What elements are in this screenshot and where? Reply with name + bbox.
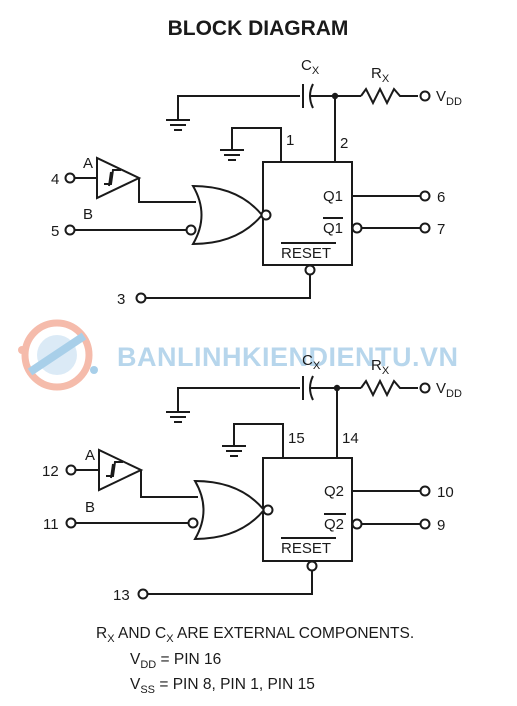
ground-symbol-icon: [166, 411, 190, 423]
diagram-title: BLOCK DIAGRAM: [168, 17, 349, 40]
pin-10-terminal: [419, 485, 431, 497]
pin-14-label: 14: [342, 430, 359, 447]
pin-2-label: 2: [340, 135, 348, 152]
pin-12-terminal: [65, 464, 77, 476]
capacitor-icon: [302, 83, 314, 109]
pin-1-label: 1: [286, 132, 294, 149]
pin-9-terminal: [419, 518, 431, 530]
rx-label: RX: [371, 65, 390, 85]
output-q2-bar-label: Q2: [324, 516, 344, 533]
ground-symbol-icon: [222, 445, 246, 457]
pin-11-terminal: [65, 517, 77, 529]
watermark-text: BANLINHKIENDIENTU.VN: [117, 342, 459, 372]
footnotes: RX AND CX ARE EXTERNAL COMPONENTS. VDD =…: [96, 625, 414, 696]
output-q1-label: Q1: [323, 188, 343, 205]
pin-6-terminal: [419, 190, 431, 202]
pin-13-label: 13: [113, 587, 130, 604]
cap-ground-wire: [177, 387, 300, 412]
cx-label: CX: [302, 352, 321, 372]
input-a-label: A: [83, 155, 93, 172]
note-vss-pins: VSS = PIN 8, PIN 1, PIN 15: [130, 676, 315, 696]
reset-wire: [146, 275, 311, 299]
cap-ground-wire: [177, 95, 300, 120]
rx-label: RX: [371, 357, 390, 377]
pin-7-terminal: [419, 222, 431, 234]
pin-15-label: 15: [288, 430, 305, 447]
inversion-bubble: [351, 518, 363, 530]
note-external-components: RX AND CX ARE EXTERNAL COMPONENTS.: [96, 625, 414, 645]
watermark-logo-icon: [18, 319, 98, 391]
reset-label: RESET: [281, 245, 331, 262]
monostable-unit-1: CX RX VDD 2 1 Q1 Q1 RESET 6 7: [51, 57, 462, 308]
reset-wire: [148, 571, 313, 595]
pin-13-terminal: [137, 588, 149, 600]
pin-3-label: 3: [117, 291, 125, 308]
monostable-unit-2: CX RX VDD 14 15 Q2 Q2 RESET 10 9 13 12: [42, 352, 462, 604]
vdd-terminal: [419, 382, 431, 394]
inversion-bubble: [185, 224, 197, 236]
reset-bubble: [304, 264, 316, 276]
ground-symbol-icon: [220, 149, 244, 161]
or-gate-icon: [193, 479, 266, 541]
output-q1-bar-label: Q1: [323, 220, 343, 237]
inversion-bubble: [262, 504, 274, 516]
capacitor-icon: [302, 375, 314, 401]
pin-10-label: 10: [437, 484, 454, 501]
pin-7-label: 7: [437, 221, 445, 238]
schmitt-buffer-icon: [96, 156, 142, 200]
pin-5-label: 5: [51, 223, 59, 240]
inversion-bubble: [260, 209, 272, 221]
pin-15-ground-wire: [233, 423, 284, 458]
pin-12-label: 12: [42, 463, 59, 480]
vdd-label: VDD: [436, 380, 462, 400]
pin-6-label: 6: [437, 189, 445, 206]
schmitt-buffer-icon: [98, 448, 144, 492]
pin-4-label: 4: [51, 171, 59, 188]
pin-5-terminal: [64, 224, 76, 236]
reset-bubble: [306, 560, 318, 572]
note-vdd-pin: VDD = PIN 16: [130, 651, 221, 671]
pin-4-terminal: [64, 172, 76, 184]
input-b-label: B: [83, 206, 93, 223]
vdd-label: VDD: [436, 88, 462, 108]
watermark: BANLINHKIENDIENTU.VN: [18, 319, 459, 391]
resistor-icon: [360, 378, 418, 398]
a-to-or-wire: [138, 178, 196, 203]
pin-11-label: 11: [43, 516, 59, 533]
pin-1-ground-wire: [231, 127, 282, 162]
a-to-or-wire: [140, 470, 198, 498]
flip-flop-block: [262, 457, 353, 562]
schmitt-trigger-icon: [106, 461, 123, 479]
cx-label: CX: [301, 57, 320, 77]
input-a-label: A: [85, 447, 95, 464]
flip-flop-block: [262, 161, 353, 266]
input-b-label: B: [85, 499, 95, 516]
resistor-icon: [360, 86, 418, 106]
pin-9-label: 9: [437, 517, 445, 534]
reset-label: RESET: [281, 540, 331, 557]
schmitt-trigger-icon: [104, 169, 121, 187]
vdd-terminal: [419, 90, 431, 102]
inversion-bubble: [187, 517, 199, 529]
output-q2-label: Q2: [324, 483, 344, 500]
ground-symbol-icon: [166, 119, 190, 131]
inversion-bubble: [351, 222, 363, 234]
pin-3-terminal: [135, 292, 147, 304]
or-gate-icon: [191, 184, 264, 246]
